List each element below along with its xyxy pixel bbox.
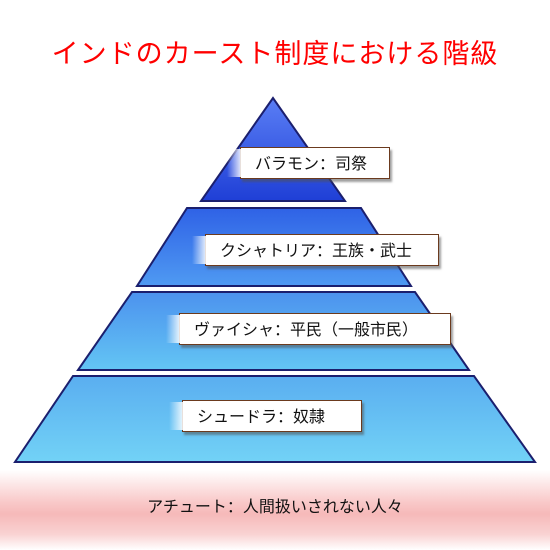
tier-shudra-label: シュードラ：奴隷 xyxy=(169,400,362,432)
tier-kshatriya-label: クシャトリア：王族・武士 xyxy=(192,234,439,266)
tier-vaishya-label: ヴァイシャ：平民（一般市民） xyxy=(166,313,451,345)
untouchable-label: アチュート：人間扱いされない人々 xyxy=(147,497,403,516)
tier-brahmin-label: バラモン：司祭 xyxy=(227,147,390,179)
untouchable-band xyxy=(0,470,550,550)
diagram-title: インドのカースト制度における階級 xyxy=(51,39,499,70)
